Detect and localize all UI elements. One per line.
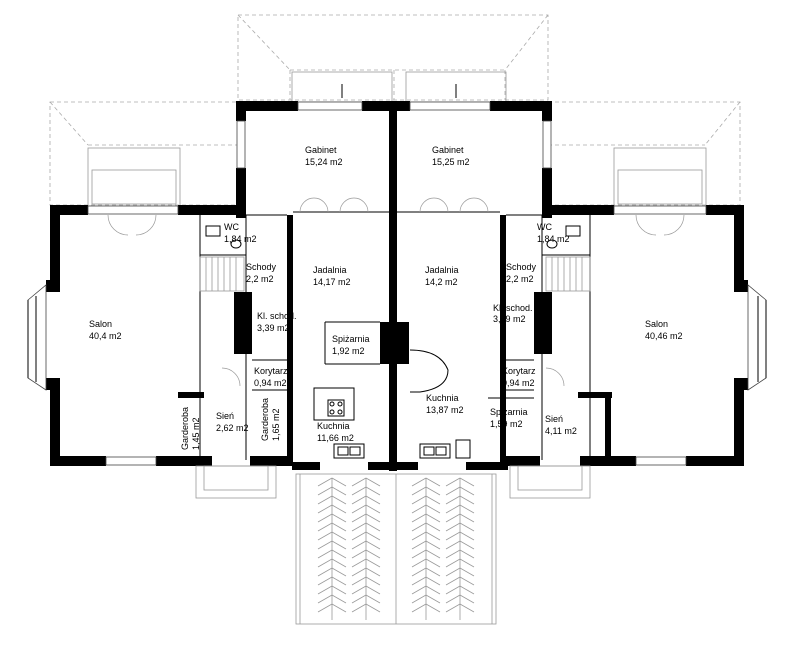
- room-name-kl-schod-right: Kl. schod.: [493, 303, 533, 313]
- bay-window-left: [27, 284, 47, 391]
- room-area-spizarnia-left: 1,92 m2: [332, 346, 365, 356]
- room-name-spizarnia-left: Spiżarnia: [332, 334, 370, 344]
- room-name-jadalnia-right: Jadalnia: [425, 265, 459, 275]
- room-area-salon-right: 40,46 m2: [645, 331, 683, 341]
- room-name-schody-left: Schody: [246, 262, 277, 272]
- room-name-kuchnia-left: Kuchnia: [317, 421, 350, 431]
- terrace-top: [291, 71, 507, 103]
- room-area-kl-schod-right: 3,39 m2: [493, 314, 526, 324]
- room-area-kuchnia-right: 13,87 m2: [426, 405, 464, 415]
- room-area-kuchnia-left: 11,66 m2: [317, 433, 354, 443]
- porch-right: [509, 465, 591, 499]
- room-name-garderoba-b: Garderoba: [260, 398, 270, 441]
- room-name-schody-right: Schody: [506, 262, 537, 272]
- room-area-schody-right: 2,2 m2: [506, 274, 534, 284]
- room-area-sien-right: 4,11 m2: [545, 426, 577, 436]
- kitchen-fixtures: [313, 349, 471, 459]
- room-area-jadalnia-right: 14,2 m2: [425, 277, 458, 287]
- exterior-walls: [46, 101, 748, 471]
- room-name-gabinet-left: Gabinet: [305, 145, 337, 155]
- terrace-right: [613, 147, 707, 207]
- room-area-schody-left: 2,2 m2: [246, 274, 274, 284]
- room-name-kuchnia-right: Kuchnia: [426, 393, 459, 403]
- room-name-garderoba-a: Garderoba: [180, 407, 190, 450]
- room-name-salon-left: Salon: [89, 319, 112, 329]
- room-area-gabinet-left: 15,24 m2: [305, 157, 343, 167]
- stairs-left: [199, 256, 245, 292]
- room-name-wc-right: WC: [537, 222, 552, 232]
- door-swings: [107, 197, 685, 387]
- bay-window-right: [747, 284, 767, 391]
- terrace-left: [87, 147, 181, 207]
- room-area-jadalnia-left: 14,17 m2: [313, 277, 351, 287]
- room-name-spizarnia-right: Spiżarnia: [490, 407, 528, 417]
- windows: [87, 101, 707, 466]
- driveway: [295, 473, 497, 625]
- room-name-kl-schod-left: Kl. schod.: [257, 311, 297, 321]
- room-name-wc-left: WC: [224, 222, 239, 232]
- room-area-spizarnia-right: 1,59 m2: [490, 419, 523, 429]
- room-area-gabinet-right: 15,25 m2: [432, 157, 470, 167]
- room-area-salon-left: 40,4 m2: [89, 331, 122, 341]
- room-name-sien-left: Sień: [216, 411, 234, 421]
- room-labels-left: Gabinet 15,24 m2 WC 1,84 m2 Schody 2,2 m…: [89, 145, 370, 450]
- room-area-korytarz-right: 0,94 m2: [502, 378, 535, 388]
- room-area-sien-left: 2,62 m2: [216, 423, 249, 433]
- wc-fixtures: [205, 225, 581, 249]
- room-name-sien-right: Sień: [545, 414, 563, 424]
- room-area-korytarz-left: 0,94 m2: [254, 378, 287, 388]
- room-area-garderoba-a: 1,45 m2: [191, 417, 201, 450]
- room-name-jadalnia-left: Jadalnia: [313, 265, 347, 275]
- room-area-wc-right: 1,84 m2: [537, 234, 570, 244]
- room-name-gabinet-right: Gabinet: [432, 145, 464, 155]
- room-labels-right: Gabinet 15,25 m2 WC 1,84 m2 Schody 2,2 m…: [425, 145, 683, 436]
- room-name-korytarz-right: Korytarz: [502, 366, 536, 376]
- room-name-salon-right: Salon: [645, 319, 668, 329]
- room-name-korytarz-left: Korytarz: [254, 366, 288, 376]
- room-area-kl-schod-left: 3,39 m2: [257, 323, 290, 333]
- room-area-wc-left: 1,84 m2: [224, 234, 257, 244]
- interior-walls: [199, 211, 591, 460]
- room-area-garderoba-b: 1,65 m2: [271, 408, 281, 441]
- porch-left: [195, 465, 277, 499]
- stairs-right: [545, 256, 591, 292]
